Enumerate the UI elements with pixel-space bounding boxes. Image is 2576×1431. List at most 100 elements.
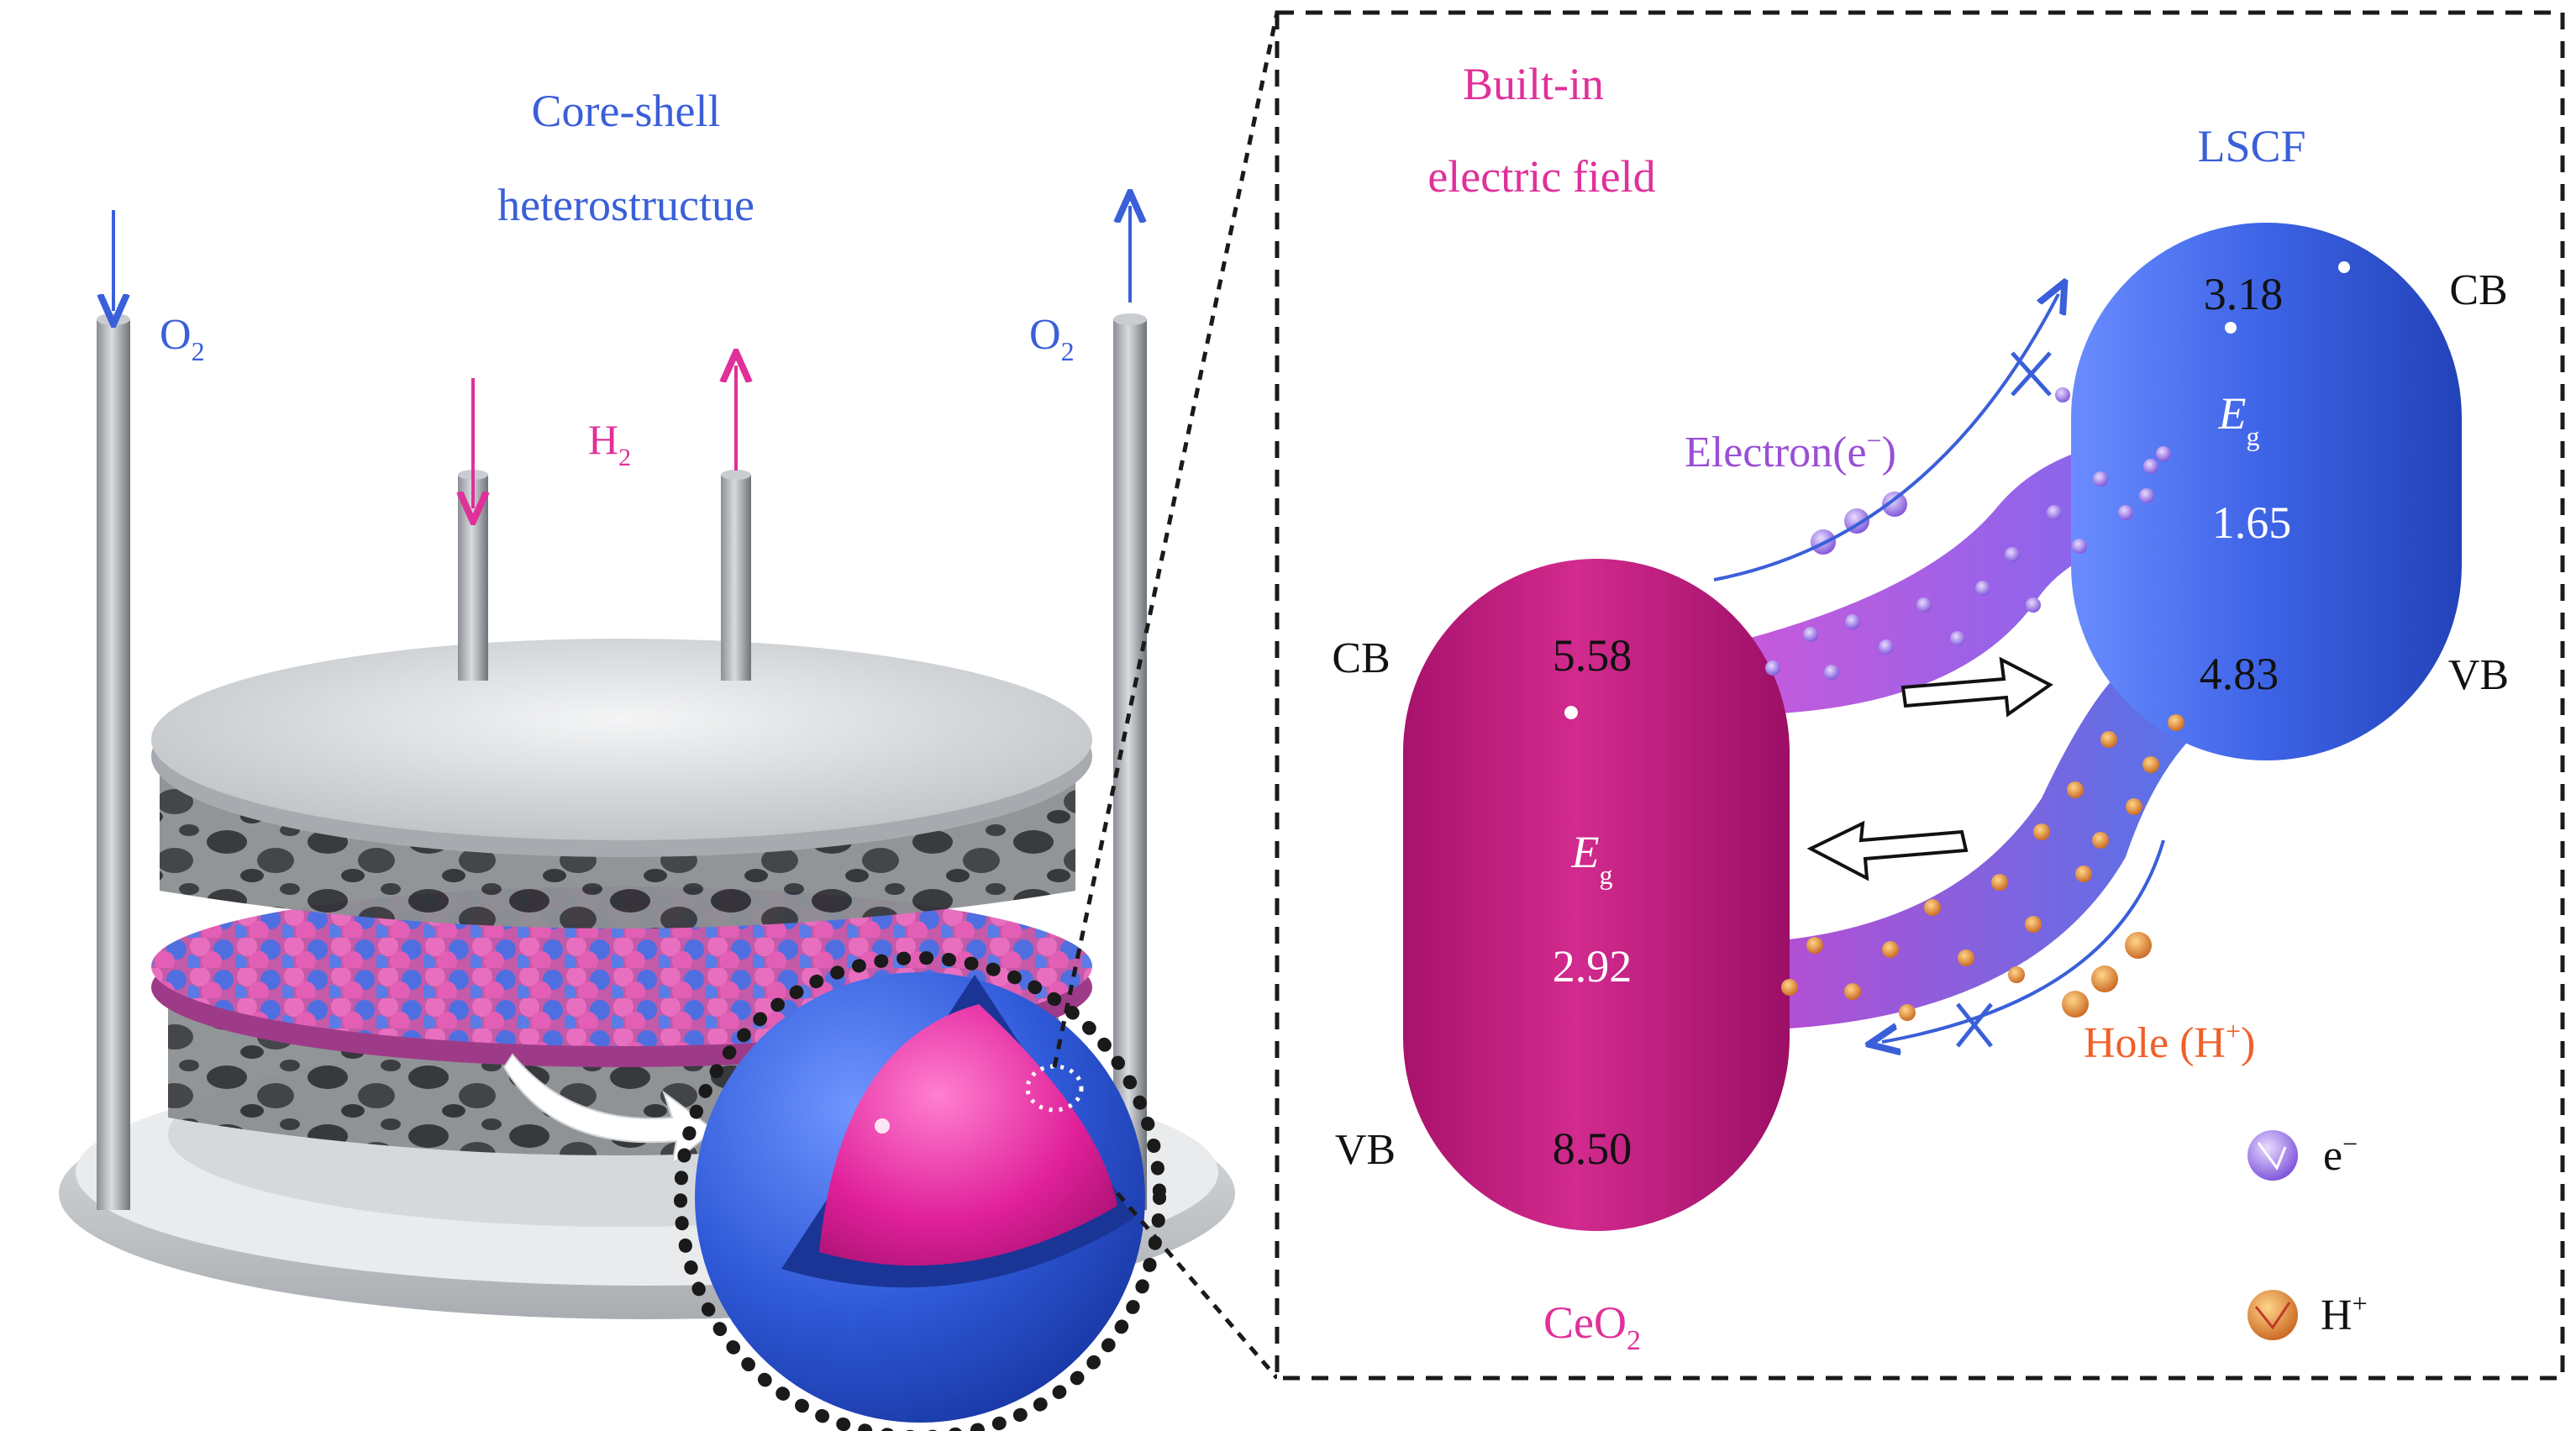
- o2-left-label: O2: [160, 311, 205, 366]
- electron-particle: [1845, 614, 1860, 629]
- legend-hole-icon: [2247, 1290, 2298, 1340]
- lscf-label: LSCF: [2197, 121, 2305, 171]
- built-in-field-line1: Built-in: [1463, 59, 1604, 109]
- hole-particle: [2126, 798, 2142, 815]
- h2-outlet-rod: [721, 475, 751, 681]
- field-arrow-left: [1806, 820, 1969, 881]
- lscf-eg-value: 1.65: [2212, 497, 2292, 548]
- core-shell-title-line1: Core-shell: [532, 86, 721, 136]
- electron-particle: [2156, 446, 2171, 461]
- electron-particle: [1975, 581, 1990, 596]
- hole-particle: [2100, 731, 2117, 748]
- legend-hole-icon-streak: [2254, 1302, 2291, 1330]
- electron-particles: [1765, 387, 2171, 680]
- hole-particle: [2075, 865, 2092, 882]
- hole-particle: [2142, 756, 2159, 773]
- hole-label: Hole (H+): [2084, 1016, 2255, 1067]
- electron-particle: [2139, 488, 2154, 503]
- h2-outlet-rod-top: [721, 470, 751, 480]
- electron-label: Electron(e−): [1685, 425, 1896, 476]
- zoom-line-upper: [1052, 12, 1280, 1068]
- lscf-highlight: [2338, 261, 2350, 273]
- field-arrow-right: [1900, 656, 2053, 718]
- ceo2-cb-label: CB: [1332, 634, 1390, 682]
- ceo2-cb-value: 5.58: [1553, 630, 1632, 681]
- ceo2-label: CeO2: [1543, 1297, 1641, 1356]
- lscf-cb-label: CB: [2449, 266, 2507, 314]
- electron-particle: [1950, 631, 1965, 646]
- hole-particle: [2168, 714, 2184, 731]
- legend-electron-icon-streak: [2257, 1142, 2287, 1171]
- electron-particle: [1916, 597, 1932, 613]
- o2-right-label: O2: [1029, 311, 1075, 366]
- right-gas-rod-top: [1113, 313, 1147, 325]
- hole-particle: [1899, 1004, 1916, 1021]
- hole-particle: [2008, 966, 2025, 983]
- built-in-field-line2: electric field: [1427, 151, 1655, 202]
- core-shell-title-line2: heterostructue: [497, 180, 754, 230]
- blocked-hole-arrow: [1882, 839, 2165, 1042]
- ceo2-vb-value: 8.50: [1553, 1123, 1632, 1174]
- hole-particle: [2091, 965, 2118, 992]
- hole-particle: [1958, 950, 1974, 966]
- hole-particle: [2033, 823, 2050, 840]
- sphere-highlight: [875, 1118, 890, 1134]
- zoom-line-lower: [1116, 1192, 1279, 1380]
- lscf-cb-value: 3.18: [2204, 269, 2284, 319]
- hole-particle: [1991, 874, 2008, 891]
- sphere-core: [819, 1004, 1117, 1266]
- blocked-electron-cross: [2011, 351, 2052, 397]
- blocked-electron-arrow: [1713, 294, 2058, 581]
- hole-particle: [2092, 832, 2109, 849]
- electron-particle: [2118, 505, 2133, 520]
- h2-label: H2: [588, 416, 631, 471]
- ceo2-highlight: [1564, 706, 1578, 719]
- blocked-hole-cross: [1956, 1002, 1993, 1048]
- hole-particle: [2125, 932, 2152, 959]
- core-shell-sphere: [674, 951, 1166, 1431]
- electron-particle: [1882, 492, 1907, 517]
- ceo2-eg-value: 2.92: [1553, 941, 1632, 992]
- electron-particle: [2005, 547, 2020, 562]
- ceo2-band-capsule: [1403, 559, 1790, 1231]
- interface-zoom-marker: [1025, 1064, 1084, 1113]
- legend-electron-label: e−: [2323, 1128, 2358, 1180]
- legend-electron-icon: [2247, 1130, 2298, 1181]
- legend: e− H+: [2247, 1128, 2368, 1340]
- lscf-highlight-2: [2225, 322, 2237, 334]
- hole-particles: [1781, 714, 2184, 1021]
- hole-particle: [2062, 991, 2089, 1018]
- electron-particle: [2055, 387, 2070, 402]
- electron-particle: [1765, 660, 1780, 676]
- lscf-eg-symbol: Eg: [2218, 388, 2260, 451]
- hole-particle: [1844, 983, 1861, 1000]
- electron-particle: [1824, 665, 1839, 680]
- hole-particle: [1781, 979, 1798, 996]
- electron-particle: [1879, 639, 1894, 655]
- electron-particle: [2143, 459, 2158, 474]
- sphere-dotted-outline: [674, 951, 1166, 1431]
- left-gas-rod: [97, 319, 130, 1210]
- left-gas-rod-top: [97, 313, 130, 325]
- electron-particle: [2047, 505, 2062, 520]
- zoom-arrow: [502, 1053, 716, 1166]
- hole-particle: [2025, 916, 2042, 933]
- top-disc: [151, 639, 1092, 840]
- band-diagram: [1403, 223, 2462, 1231]
- electron-particle: [1803, 627, 1818, 642]
- lscf-vb-value: 4.83: [2200, 649, 2279, 699]
- electron-particle: [2072, 539, 2087, 554]
- hole-particle: [1924, 899, 1941, 916]
- legend-hole-label: H+: [2321, 1288, 2368, 1339]
- hole-particle: [2067, 781, 2084, 798]
- ceo2-vb-label: VB: [1335, 1126, 1396, 1174]
- ceo2-eg-symbol: Eg: [1571, 827, 1613, 890]
- lscf-vb-label: VB: [2448, 651, 2509, 699]
- electron-particle: [2026, 597, 2041, 613]
- electron-particle: [2093, 471, 2108, 487]
- lscf-band-capsule: [2071, 223, 2462, 760]
- hole-particle: [1882, 941, 1899, 958]
- hole-particle: [1806, 937, 1823, 954]
